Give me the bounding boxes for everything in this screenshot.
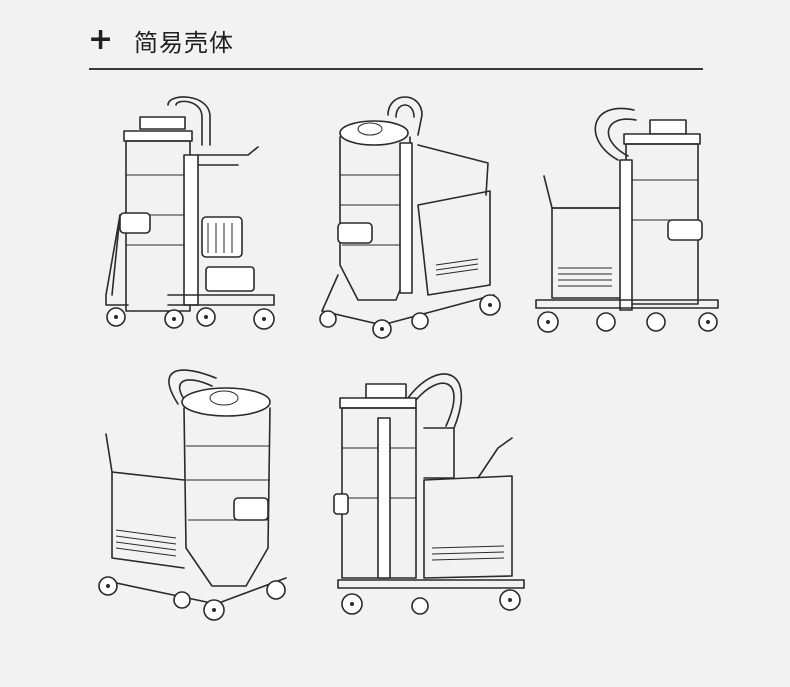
section-divider xyxy=(89,68,703,70)
section-header: + 简易壳体 xyxy=(88,22,234,58)
vacuum-side-view-icon xyxy=(105,96,275,330)
section-title: 简易壳体 xyxy=(134,28,234,57)
vacuum-left-three-quarter-icon xyxy=(98,369,287,621)
vacuum-right-side-icon xyxy=(333,373,525,615)
vacuum-rear-view-icon xyxy=(535,107,719,333)
vacuum-front-three-quarter-icon xyxy=(319,96,501,339)
plus-icon: + xyxy=(88,22,114,57)
